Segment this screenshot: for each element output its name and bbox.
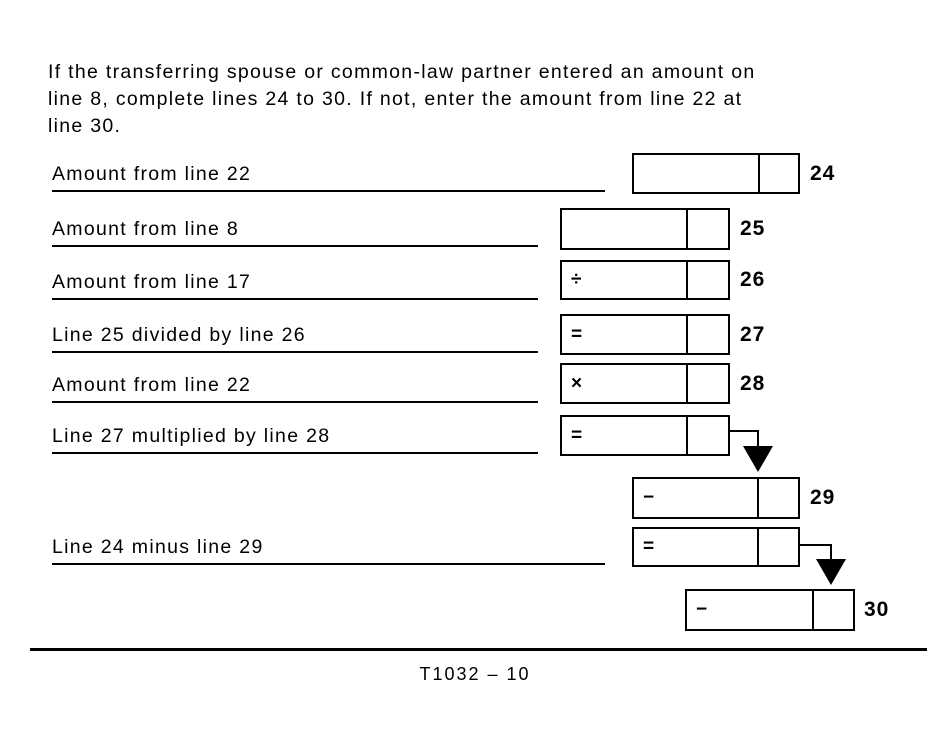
- amount-box-difference[interactable]: =: [632, 527, 800, 567]
- line-number-25: 25: [740, 217, 766, 240]
- cents-divider: [686, 316, 688, 353]
- amount-box-product[interactable]: =: [560, 415, 730, 456]
- cents-divider: [686, 210, 688, 248]
- page-footer-label: T1032 – 10: [419, 664, 531, 684]
- row-underline: [52, 452, 538, 454]
- row-underline: [52, 245, 538, 247]
- line-number-26: 26: [740, 268, 766, 291]
- cents-divider: [758, 155, 760, 192]
- row-label: Line 27 multiplied by line 28: [52, 425, 331, 447]
- cents-divider: [757, 479, 759, 517]
- connector-line: [798, 544, 832, 546]
- row-underline: [52, 190, 605, 192]
- minus-operator: −: [643, 487, 655, 508]
- row-label: Amount from line 17: [52, 271, 252, 293]
- equals-operator: =: [571, 323, 583, 345]
- row-label: Line 24 minus line 29: [52, 536, 264, 558]
- row-label: Amount from line 8: [52, 218, 240, 240]
- connector-line: [757, 430, 759, 447]
- amount-box-25[interactable]: [560, 208, 730, 250]
- row-underline: [52, 563, 605, 565]
- row-label: Amount from line 22: [52, 374, 252, 396]
- cents-divider: [686, 262, 688, 298]
- connector-line: [830, 544, 832, 560]
- equals-operator: =: [571, 424, 583, 446]
- amount-box-29[interactable]: −: [632, 477, 800, 519]
- amount-box-26[interactable]: ÷: [560, 260, 730, 300]
- equals-operator: =: [643, 536, 655, 557]
- line-number-29: 29: [810, 486, 836, 509]
- line-number-30: 30: [864, 598, 890, 621]
- divide-operator: ÷: [571, 269, 582, 290]
- row-label: Line 25 divided by line 26: [52, 324, 306, 346]
- line-number-28: 28: [740, 371, 766, 395]
- amount-box-30[interactable]: −: [685, 589, 855, 631]
- cents-divider: [757, 529, 759, 565]
- amount-box-24[interactable]: [632, 153, 800, 194]
- amount-box-27[interactable]: =: [560, 314, 730, 355]
- amount-box-28[interactable]: ×: [560, 363, 730, 404]
- row-underline: [52, 298, 538, 300]
- multiply-operator: ×: [571, 372, 583, 394]
- cents-divider: [812, 591, 814, 629]
- minus-operator: −: [696, 599, 708, 620]
- connector-line: [728, 430, 759, 432]
- footer-divider: [30, 648, 927, 651]
- cents-divider: [686, 417, 688, 454]
- line-number-27: 27: [740, 322, 766, 346]
- row-label: Amount from line 22: [52, 163, 252, 185]
- instruction-text: If the transferring spouse or common-law…: [48, 61, 756, 137]
- flow-arrow-down-icon: [816, 559, 846, 585]
- flow-arrow-down-icon: [743, 446, 773, 472]
- row-underline: [52, 401, 538, 403]
- line-number-24: 24: [810, 161, 836, 185]
- row-underline: [52, 351, 538, 353]
- cents-divider: [686, 365, 688, 402]
